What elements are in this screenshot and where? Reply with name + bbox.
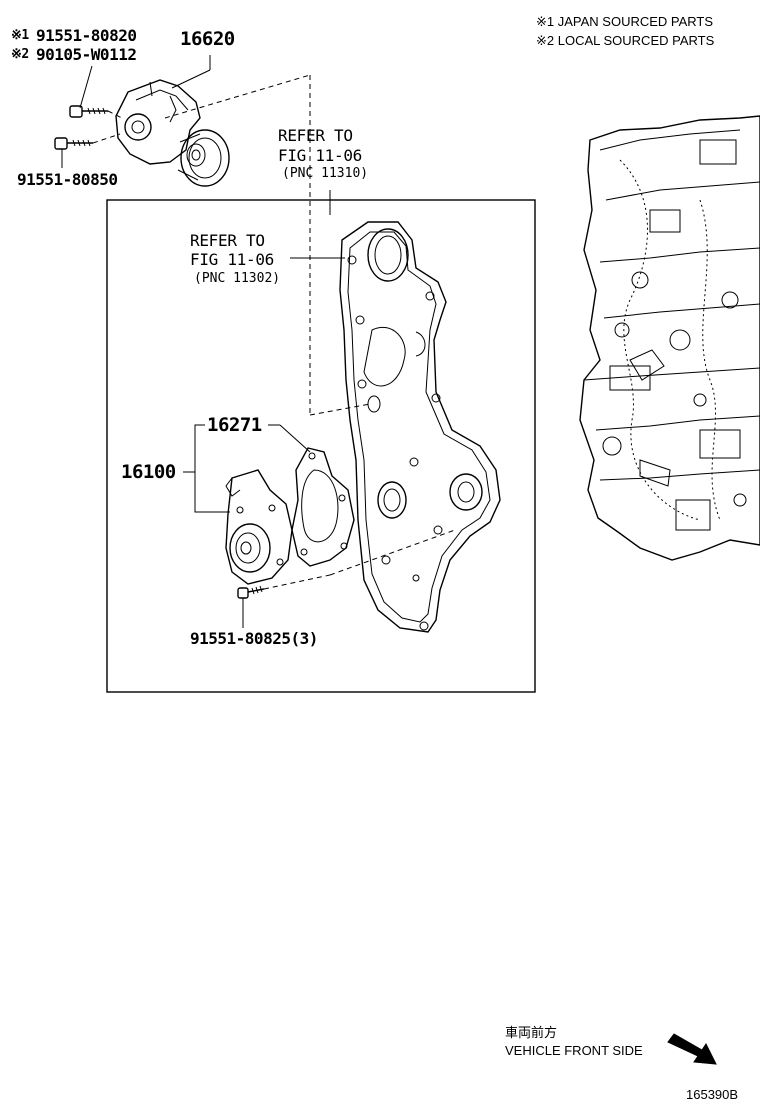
figure-code: 165390B — [686, 1087, 739, 1102]
refer-inner-line1: REFER TO — [190, 231, 265, 250]
pump-bolt-drawing — [237, 585, 265, 599]
note-japan-sourced: ※1 JAPAN SOURCED PARTS — [536, 14, 714, 29]
refer-upper-line2: FIG 11-06 — [278, 146, 362, 165]
timing-chain-cover-drawing — [339, 221, 501, 633]
part-number-bolt-local: 90105-W0112 — [36, 45, 137, 64]
engine-block-drawing — [579, 115, 760, 561]
arrow-down-right-icon — [667, 1033, 717, 1065]
water-pump-drawing — [225, 469, 293, 585]
direction-label-jp: 車両前方 — [505, 1025, 558, 1040]
part-number-tensioner-bolt: 91551-80850 — [17, 170, 118, 189]
assembly-frame — [106, 199, 536, 693]
refer-upper-pnc: (PNC 11310) — [282, 166, 369, 181]
refer-upper-line1: REFER TO — [278, 126, 353, 145]
tensioner-bolt-upper — [69, 105, 108, 118]
refer-inner-pnc: (PNC 11302) — [194, 271, 281, 286]
belt-tensioner-drawing — [115, 79, 230, 187]
note-local-sourced: ※2 LOCAL SOURCED PARTS — [536, 33, 715, 48]
part-number-tensioner: 16620 — [180, 28, 235, 50]
part-number-bolt-japan: 91551-80820 — [36, 26, 137, 45]
water-pump-gasket-drawing — [291, 447, 355, 567]
refer-inner-line2: FIG 11-06 — [190, 250, 274, 269]
part-number-gasket: 16271 — [207, 414, 262, 436]
bolt-local-mark: ※2 — [11, 47, 29, 62]
bolt-japan-mark: ※1 — [11, 28, 29, 43]
part-number-water-pump: 16100 — [121, 461, 176, 483]
part-number-pump-bolt: 91551-80825(3) — [190, 629, 318, 648]
tensioner-bolt-lower — [54, 137, 93, 150]
direction-label-en: VEHICLE FRONT SIDE — [505, 1043, 643, 1058]
